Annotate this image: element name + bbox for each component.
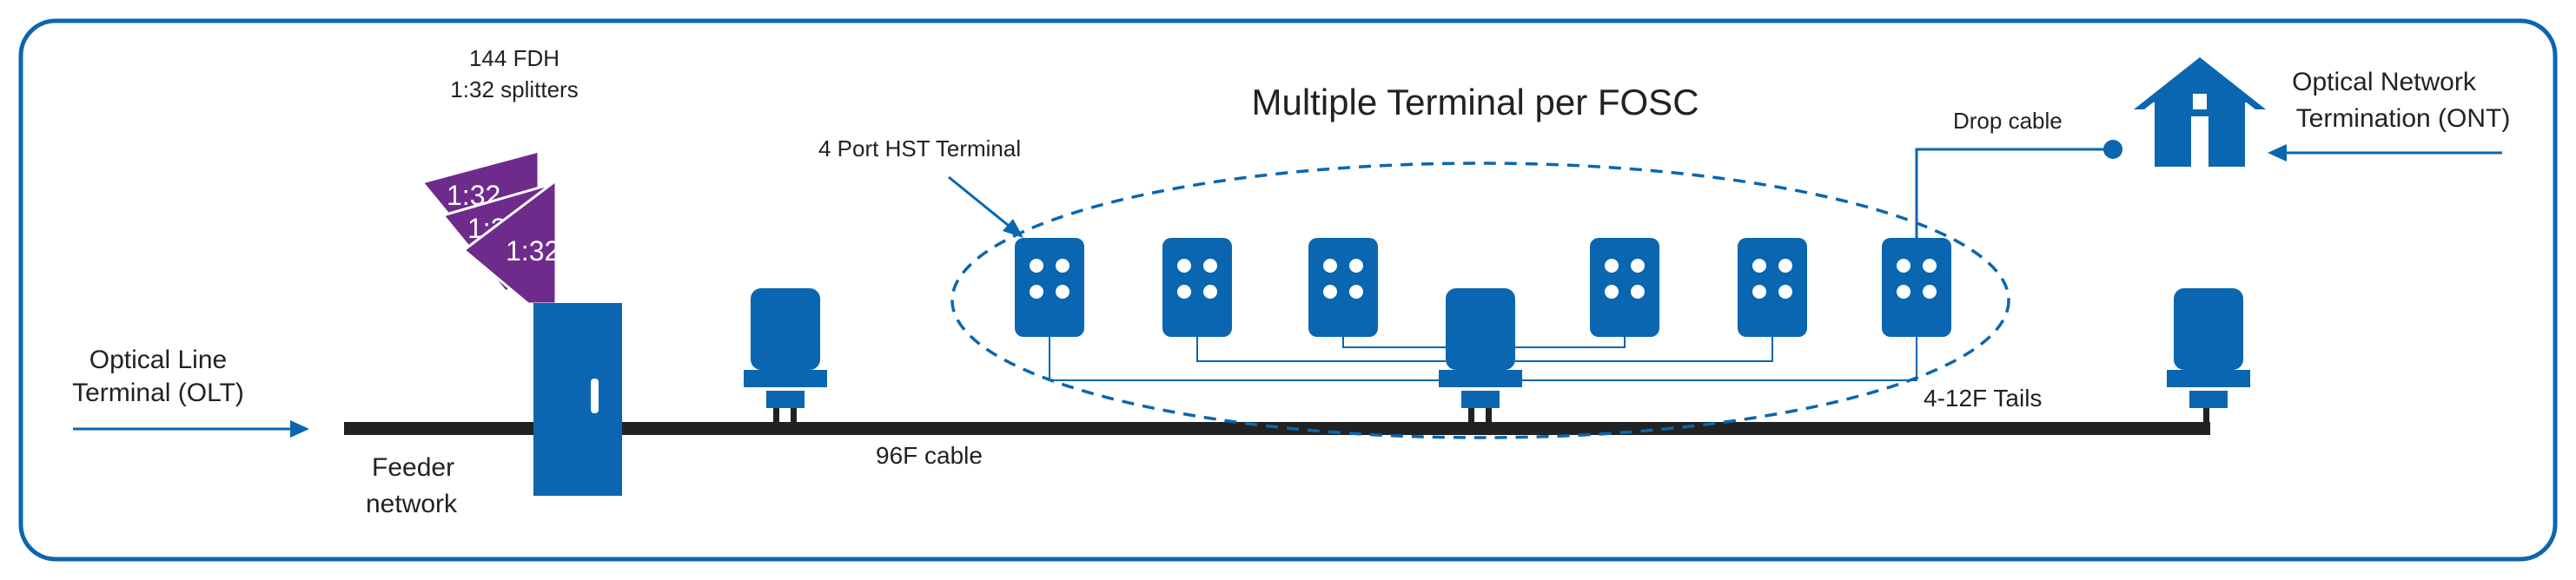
hst-terminal-3 <box>1308 238 1378 337</box>
splitter-front-text: 1:32 <box>506 235 560 267</box>
terminal-group-ellipse <box>950 161 2010 439</box>
splitter-stack: 1:32 1:32 1:32 <box>420 149 560 306</box>
terminal-label: 4 Port HST Terminal <box>818 135 1021 161</box>
fosc-closure-left <box>744 288 827 424</box>
olt-label-line1: Optical Line <box>89 346 227 374</box>
tail-lines <box>1049 337 1917 381</box>
fdh-label-line1: 144 FDH <box>469 45 560 71</box>
drop-cable-line <box>1915 148 2113 238</box>
fosc-closure-center <box>1439 288 1522 424</box>
fdh-label-line2: 1:32 splitters <box>450 76 578 102</box>
fdh-handle <box>591 379 599 413</box>
ont-label-line1: Optical Network <box>2292 68 2477 96</box>
tails-label: 4-12F Tails <box>1924 385 2042 412</box>
diagram-border <box>18 18 2558 562</box>
hst-terminal-6 <box>1882 238 1951 337</box>
ont-label-line2: Termination (ONT) <box>2296 104 2511 133</box>
feeder-label-line1: Feeder <box>372 453 454 482</box>
hst-terminal-1 <box>1015 238 1084 337</box>
feeder-label-line2: network <box>366 490 458 518</box>
fdh-cabinet <box>533 303 622 496</box>
olt-label-line2: Terminal (OLT) <box>72 379 244 407</box>
cable-label: 96F cable <box>876 442 983 469</box>
drop-cable-label: Drop cable <box>1953 108 2063 134</box>
drop-cable-end <box>2103 140 2122 159</box>
olt-arrow <box>73 420 309 438</box>
hst-terminal-4 <box>1590 238 1659 337</box>
ont-arrow <box>2268 144 2502 161</box>
hst-terminal-2 <box>1162 238 1232 337</box>
house-icon <box>2134 57 2266 167</box>
hst-terminal-5 <box>1738 238 1807 337</box>
fosc-closure-right <box>2167 288 2250 424</box>
terminal-pointer-arrow <box>948 175 1023 238</box>
diagram-title: Multiple Terminal per FOSC <box>1251 82 1699 122</box>
